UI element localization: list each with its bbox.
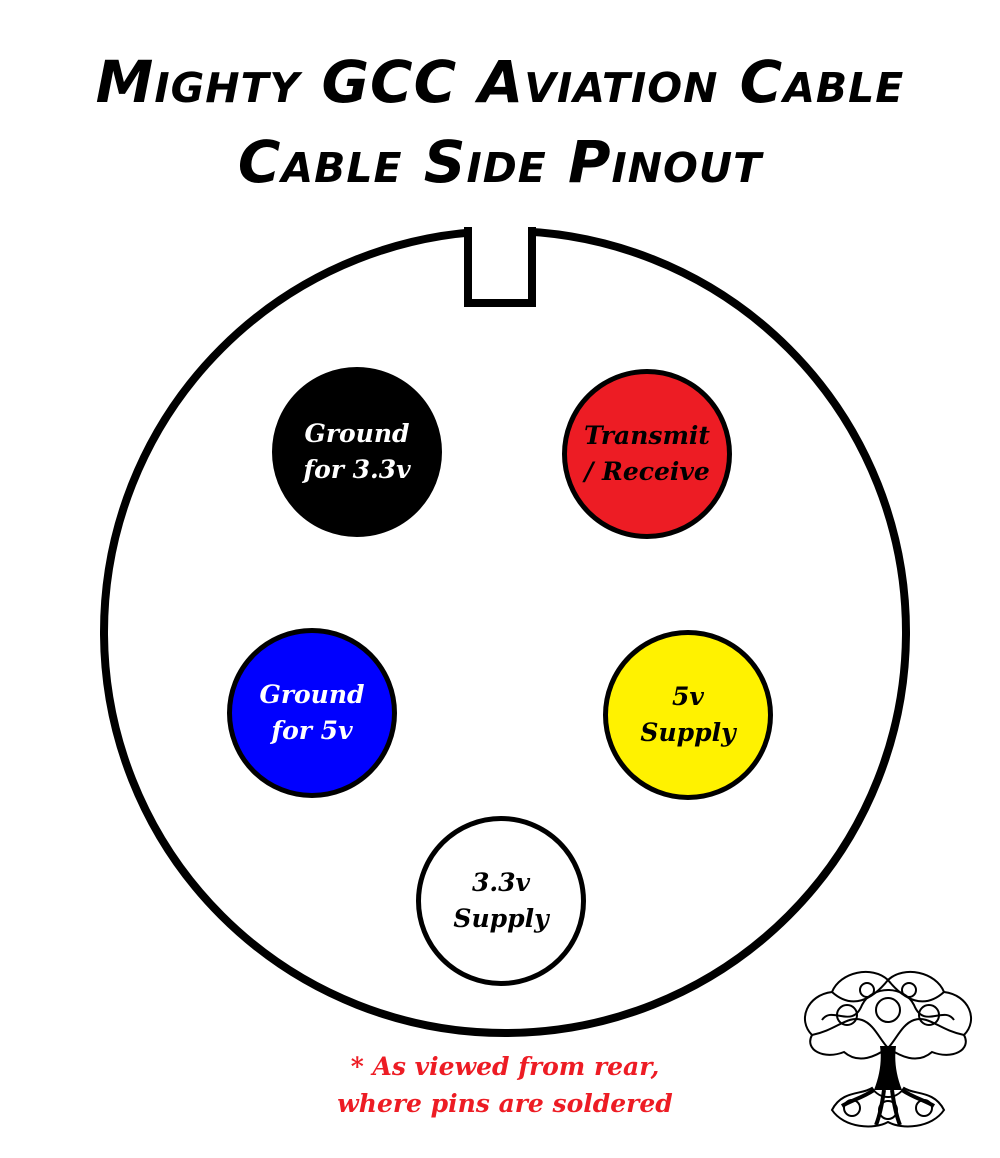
celtic-tree-of-life-icon bbox=[803, 971, 973, 1128]
pin-label-transmit-receive: Transmit / Receive bbox=[584, 421, 710, 486]
connector-key-notch bbox=[464, 227, 536, 307]
pin-5v-supply: 5v Supply bbox=[603, 630, 773, 800]
pin-3-3v-supply: 3.3v Supply bbox=[416, 816, 586, 986]
pin-label-ground-3-3v: Ground for 3.3v bbox=[303, 419, 411, 484]
title-line-2: Cable Side Pinout bbox=[237, 128, 763, 196]
pin-label-5v-supply: 5v Supply bbox=[640, 682, 736, 747]
pin-label-3-3v-supply: 3.3v Supply bbox=[453, 868, 549, 933]
footnote: * As viewed from rear, where pins are so… bbox=[337, 1052, 673, 1118]
pin-transmit-receive: Transmit / Receive bbox=[562, 369, 732, 539]
title-line-1: Mighty GCC Aviation Cable bbox=[95, 48, 905, 116]
pin-label-ground-5v: Ground for 5v bbox=[259, 680, 365, 745]
pin-ground-5v: Ground for 5v bbox=[227, 628, 397, 798]
pin-ground-3-3v: Ground for 3.3v bbox=[272, 367, 442, 537]
